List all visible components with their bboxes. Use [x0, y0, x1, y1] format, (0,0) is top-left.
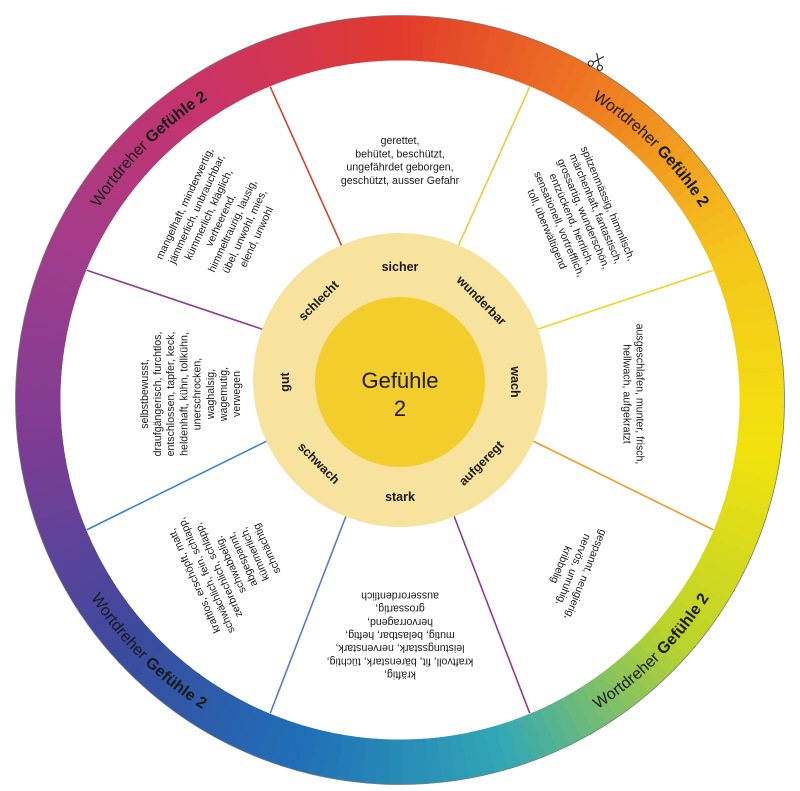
segment-word-line: wagemutig,: [218, 367, 230, 422]
segment-word-line: heldenhaft, kühn, tollkühn,: [178, 332, 190, 456]
segment-word-line: hellwach, aufgekratzt: [620, 344, 632, 444]
segment-word-line: ausserordentlich: [361, 589, 439, 601]
rim-outer-edge: [15, 15, 785, 785]
segment-word-line: waghalsig,: [205, 369, 217, 420]
category-wach[interactable]: wach: [508, 365, 522, 397]
category-stark[interactable]: stark: [385, 490, 415, 504]
center-number: 2: [394, 396, 406, 421]
category-gut[interactable]: gut: [278, 371, 292, 391]
segment-words-gut: selbstbewusst,draufgängerisch, furchtlos…: [139, 332, 243, 457]
segment-words-schlecht: mangelhaft, minderwertig,jämmerlich, unb…: [154, 146, 288, 295]
segment-word-line: kräftig,: [384, 669, 416, 681]
segment-words-stark: kräftig, kraftvoll, fit, bärenstark, tüch…: [327, 589, 474, 680]
segment-word-line: unerschrocken,: [192, 358, 204, 430]
segment-word-line: kraftvoll, fit, bärenstark, tüchtig,: [327, 655, 474, 667]
segment-word-line: gerettet,: [381, 135, 420, 147]
category-sicher[interactable]: sicher: [382, 260, 419, 274]
segment-word-line: geschützt, ausser Gefahr: [341, 175, 460, 187]
segment-word-line: selbstbewusst,: [139, 359, 151, 428]
scissors-icon[interactable]: [587, 52, 607, 72]
segment-word-line: entschlossen, tapfer, keck,: [165, 332, 177, 457]
segment-word-line: grossartig,: [375, 603, 424, 615]
segment-words-schwach: kraftlos, erschöpft, matt,schwächlich, f…: [164, 489, 298, 641]
segment-word-line: draufgängerisch, furchtlos,: [152, 332, 164, 457]
segment-word-line: behütet, beschützt,: [355, 148, 445, 160]
segment-word-line: mutig, belastbar, heftig,: [345, 629, 455, 641]
segment-word-line: verwegen: [231, 371, 243, 417]
segment-words-sicher: gerettet,behütet, beschützt, ungefährdet …: [341, 135, 460, 187]
segment-word-line: leistungsstark, nervenstark,: [336, 642, 465, 654]
segment-word-line: ungefährdet geborgen,: [346, 162, 453, 174]
center-title: Gefühle: [361, 368, 438, 393]
segment-words-wach: ausgeschlafen, munter, frisch,hellwach, …: [620, 324, 645, 465]
segment-word-line: ausgeschlafen, munter, frisch,: [634, 324, 646, 465]
segment-word-line: hervorragend,: [367, 616, 433, 628]
hub-core: [315, 297, 485, 467]
